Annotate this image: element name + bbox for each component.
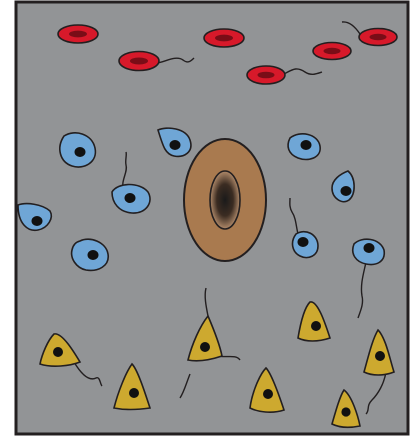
- blue-cell: [72, 239, 109, 270]
- blue-cell: [288, 134, 320, 160]
- central-oval-cell: [184, 139, 266, 261]
- red-cell: [204, 29, 244, 47]
- blue-cell: [60, 133, 96, 167]
- central-cell-core: [210, 171, 240, 229]
- red-cell: [313, 43, 351, 60]
- red-cell: [58, 25, 98, 43]
